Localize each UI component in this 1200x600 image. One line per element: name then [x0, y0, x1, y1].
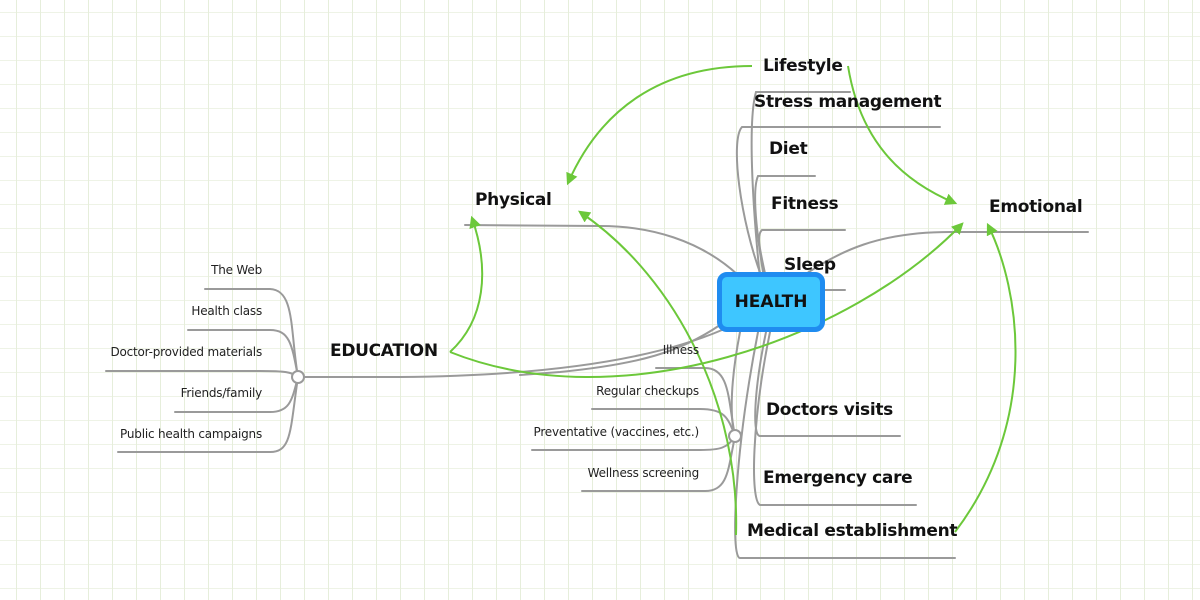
subtopic-wellness-screening[interactable]: Wellness screening	[587, 466, 700, 480]
education-node-dot	[291, 370, 305, 384]
central-topic-health[interactable]: HEALTH	[717, 272, 825, 332]
branch-fitness	[758, 229, 846, 279]
subtopic-public-health-campaigns[interactable]: Public health campaigns	[120, 427, 262, 441]
subtopic-regular-checkups[interactable]: Regular checkups	[596, 384, 699, 398]
topic-diet[interactable]: Diet	[769, 139, 808, 159]
topic-doctors-visits[interactable]: Doctors visits	[766, 400, 893, 420]
relationship-medical-emotional	[954, 222, 1017, 533]
topic-emotional[interactable]: Emotional	[989, 197, 1083, 217]
relationship-education-physical	[449, 215, 484, 353]
illness-node-dot	[728, 429, 742, 443]
relationship-medical-physical	[578, 210, 738, 536]
topic-medical-establishment[interactable]: Medical establishment	[747, 521, 958, 541]
subtopic-doctor-provided-materials[interactable]: Doctor-provided materials	[110, 345, 262, 359]
branch-emotional	[799, 231, 1089, 279]
topic-sleep[interactable]: Sleep	[784, 255, 836, 275]
subtopic-health-class[interactable]: Health class	[191, 304, 262, 318]
branch-lifestyle	[750, 91, 851, 279]
subtopic-preventative[interactable]: Preventative (vaccines, etc.)	[533, 425, 700, 439]
branch-physical	[464, 224, 739, 276]
topic-education[interactable]: EDUCATION	[330, 341, 438, 361]
topic-lifestyle[interactable]: Lifestyle	[763, 56, 843, 76]
relationship-lifestyle-emotional	[847, 65, 958, 205]
subtopic-illness[interactable]: Illness	[662, 343, 700, 357]
topic-physical[interactable]: Physical	[475, 190, 552, 210]
subtopic-friends-family[interactable]: Friends/family	[180, 386, 263, 400]
topic-emergency-care[interactable]: Emergency care	[763, 468, 913, 488]
topic-stress-management[interactable]: Stress management	[754, 92, 942, 112]
relationship-lifestyle-physical	[566, 65, 753, 186]
relationship-education-emotional	[449, 222, 964, 378]
subtopic-the-web[interactable]: The Web	[211, 263, 262, 277]
branch-stress	[735, 126, 941, 279]
topic-fitness[interactable]: Fitness	[771, 194, 839, 214]
branch-diet	[754, 175, 816, 279]
